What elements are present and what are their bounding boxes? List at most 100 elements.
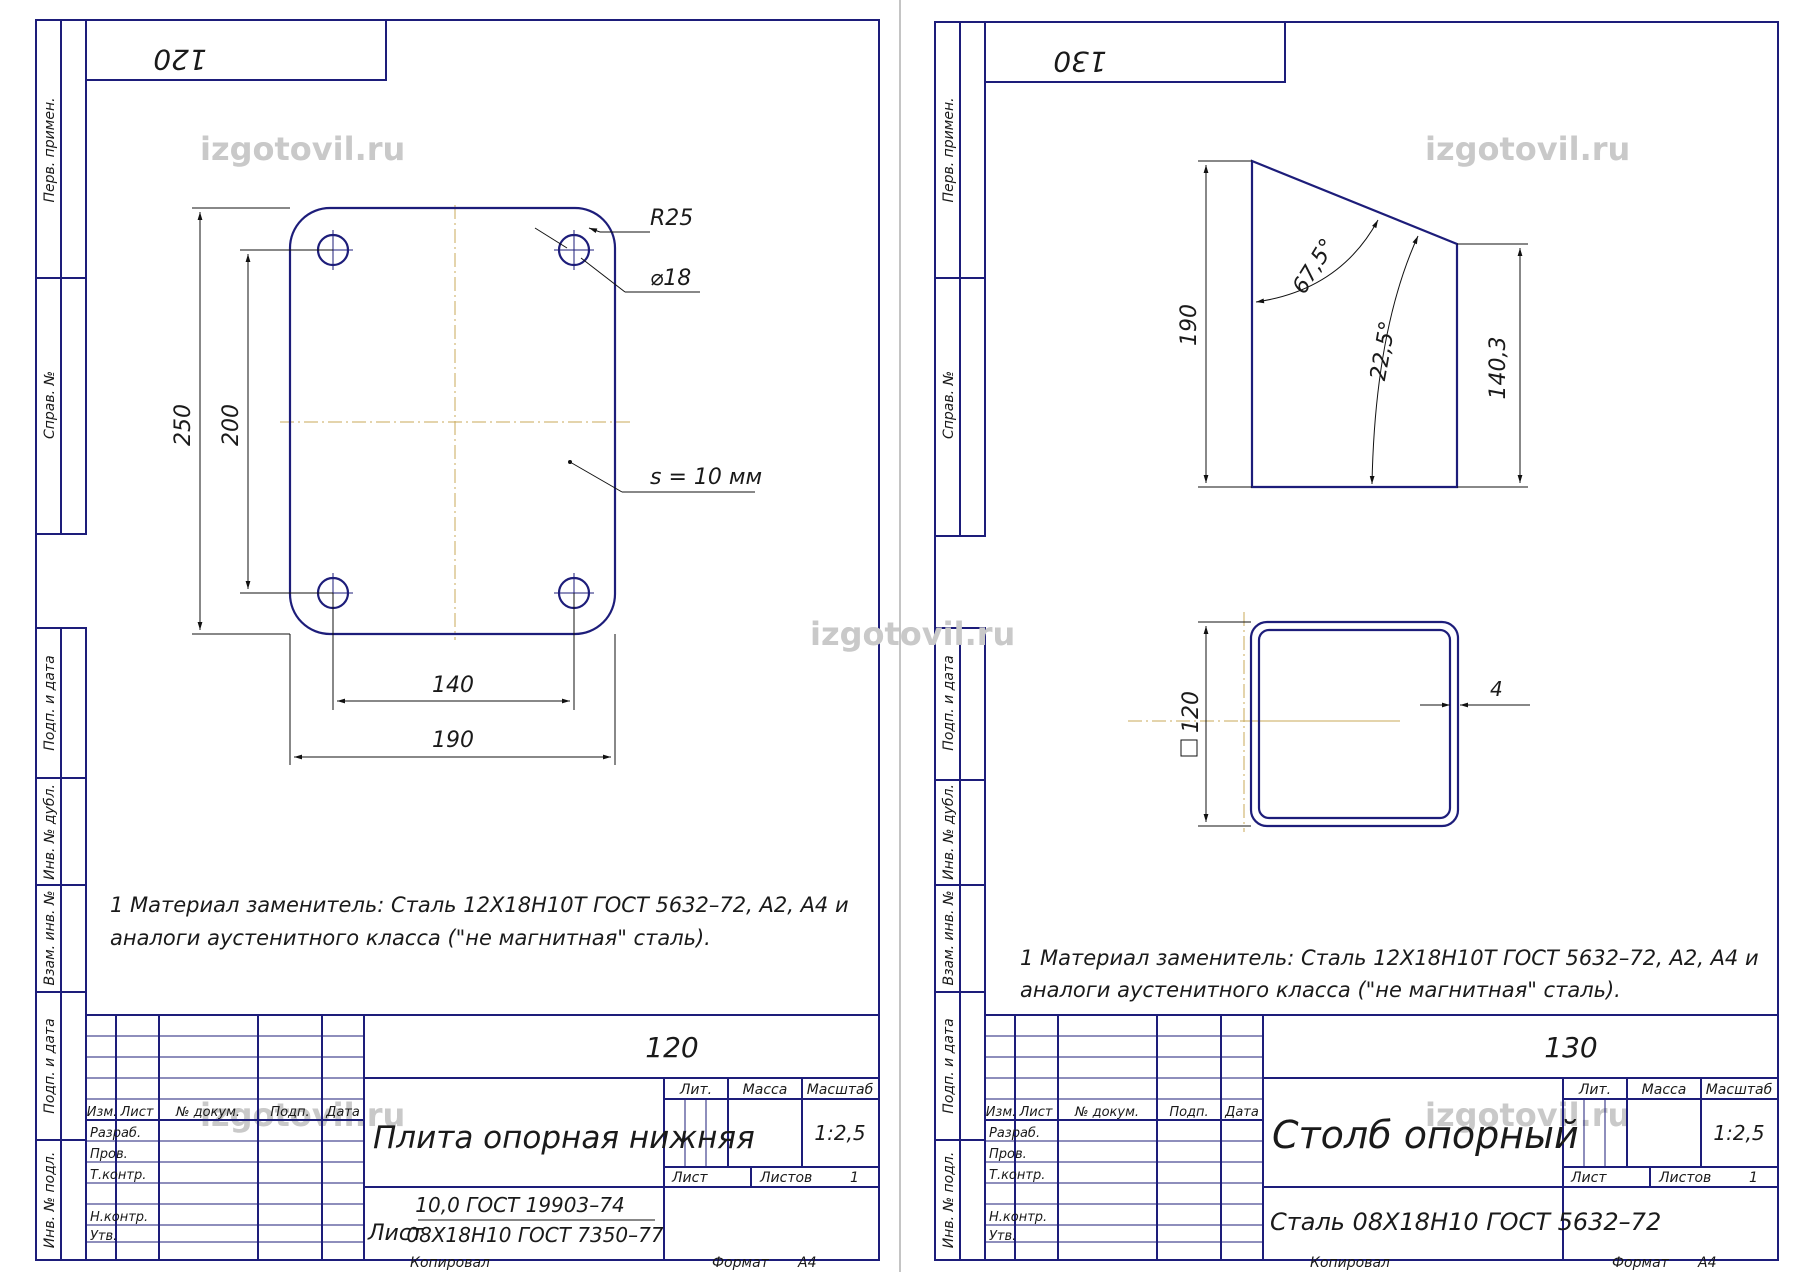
sheet-right-top-box: [984, 21, 1286, 83]
dim-r25: R25: [650, 206, 693, 231]
stamp-podp: Подп.: [1169, 1105, 1208, 1120]
watermark-center: izgotovil.ru: [810, 615, 1015, 653]
sheet-left-top-box: [85, 19, 387, 81]
side-label-podp-data: Подп. и дата: [941, 655, 957, 750]
dim-angle-67-5: 67,5°: [1288, 234, 1341, 298]
stamp-razrab: Разраб.: [90, 1126, 141, 1141]
plate-outline: [288, 206, 617, 636]
sheet-right-side-strip: Перв. примен. Справ. № Подп. и дата Инв.…: [934, 21, 986, 1261]
side-label-podp-data-2: Подп. и дата: [941, 1018, 957, 1113]
title-left: Плита опорная нижняя: [373, 1120, 755, 1156]
stamp-number-right: 130: [1544, 1031, 1597, 1064]
svg-text:izgotovil.ru: izgotovil.ru: [200, 1096, 405, 1134]
watermark-right-bottom: izgotovil.ru: [1425, 1096, 1630, 1134]
material-line1-left: 10,0 ГОСТ 19903–74: [415, 1193, 624, 1217]
stamp-list: Лист: [1019, 1105, 1053, 1120]
side-label-sprav: Справ. №: [42, 371, 58, 439]
section-outer: [1249, 620, 1460, 828]
note-left-line1: 1 Материал заменитель: Сталь 12Х18Н10Т Г…: [110, 893, 849, 917]
sheets-total-left: 1: [850, 1170, 859, 1186]
side-label-inv-podl: Инв. № подл.: [941, 1152, 957, 1249]
scale-right: 1:2,5: [1713, 1121, 1764, 1145]
stamp-razrab: Разраб.: [989, 1126, 1040, 1141]
plate-drawing: [280, 205, 630, 640]
svg-text:izgotovil.ru: izgotovil.ru: [1425, 1096, 1630, 1134]
dim-140-3: 140,3: [1486, 337, 1511, 400]
stamp-tkontr: Т.контр.: [989, 1168, 1045, 1183]
stamp-data: Дата: [325, 1105, 360, 1120]
dim-190: 190: [432, 728, 474, 753]
note-left-line2: аналоги аустенитного класса ("не магнитн…: [110, 926, 711, 950]
stamp-izm: Изм.: [87, 1105, 118, 1120]
plate-dimensions: 250 200 140 190 R25 ⌀18: [171, 206, 762, 765]
stamp-prov: Пров.: [90, 1147, 128, 1162]
footer-format-left: Формат: [712, 1255, 770, 1271]
svg-text:izgotovil.ru: izgotovil.ru: [1425, 130, 1630, 168]
post-outline: [1250, 159, 1459, 489]
square-symbol-icon: [1180, 739, 1198, 757]
footer-kopiroval-left: Копировал: [410, 1255, 490, 1271]
footer-format-value-left: А4: [797, 1255, 816, 1271]
sheets-total-right: 1: [1749, 1170, 1758, 1186]
footer-format-right: Формат: [1612, 1255, 1670, 1271]
dim-angle-22-5: 22,5°: [1366, 319, 1401, 382]
dim-120-square: 120: [1179, 691, 1204, 733]
watermark-left-top: izgotovil.ru: [200, 130, 405, 168]
stamp-doc: № докум.: [1074, 1105, 1139, 1120]
side-label-vzam-inv: Взам. инв. №: [42, 890, 58, 985]
material-right: Сталь 08Х18Н10 ГОСТ 5632–72: [1270, 1208, 1661, 1236]
stamp-nkontr: Н.контр.: [989, 1210, 1047, 1225]
watermark-left-bottom: izgotovil.ru: [200, 1096, 405, 1134]
sheet-left-side-strip: Перв. примен. Справ. № Подп. и дата Инв.…: [35, 19, 87, 1261]
stamp-massa: Масса: [1642, 1082, 1687, 1098]
stamp-lit: Лит.: [1578, 1082, 1611, 1098]
stamp-utv: Утв.: [90, 1229, 117, 1244]
stamp-masshtab: Масштаб: [1706, 1082, 1773, 1098]
sheet-right-border: [934, 21, 1779, 1261]
post-section: 120 4: [1128, 612, 1530, 832]
svg-text:izgotovil.ru: izgotovil.ru: [200, 130, 405, 168]
stamp-lit: Лит.: [679, 1082, 712, 1098]
stamp-data: Дата: [1224, 1105, 1259, 1120]
stamp-list2: Лист: [1570, 1170, 1607, 1186]
dim-hole-diameter: ⌀18: [650, 266, 691, 291]
top-number-left: 120: [153, 43, 206, 76]
top-number-right: 130: [1053, 45, 1106, 78]
footer-format-value-right: А4: [1697, 1255, 1716, 1271]
dim-thickness: s = 10 мм: [650, 465, 762, 490]
side-label-inv-podl: Инв. № подл.: [42, 1152, 58, 1249]
stamp-podp: Подп.: [270, 1105, 309, 1120]
post-side-view: 190 140,3 67,5° 22,5°: [1177, 159, 1528, 489]
stamp-masshtab: Масштаб: [807, 1082, 874, 1098]
stamp-listov: Листов: [759, 1170, 812, 1186]
side-label-inv-dubl: Инв. № дубл.: [42, 784, 58, 880]
title-right: Столб опорный: [1272, 1113, 1579, 1157]
material-prefix-left: Лист: [367, 1221, 425, 1246]
sheet-left-border: [35, 19, 880, 1261]
side-label-podp-data: Подп. и дата: [42, 655, 58, 750]
side-label-perv-primen: Перв. примен.: [941, 97, 957, 202]
stamp-tkontr: Т.контр.: [90, 1168, 146, 1183]
sheet-right: Перв. примен. Справ. № Подп. и дата Инв.…: [810, 21, 1779, 1271]
stamp-list2: Лист: [671, 1170, 708, 1186]
dim-140: 140: [432, 673, 474, 698]
side-label-podp-data-2: Подп. и дата: [42, 1018, 58, 1113]
stamp-listov: Листов: [1658, 1170, 1711, 1186]
stamp-izm: Изм.: [986, 1105, 1017, 1120]
stamp-nkontr: Н.контр.: [90, 1210, 148, 1225]
stamp-prov: Пров.: [989, 1147, 1027, 1162]
watermark-right-top: izgotovil.ru: [1425, 130, 1630, 168]
footer-kopiroval-right: Копировал: [1310, 1255, 1390, 1271]
title-block-right: 130 Изм. Лист № докум. Подп. Дата Разраб…: [984, 1014, 1779, 1261]
stamp-doc: № докум.: [175, 1105, 240, 1120]
stamp-number-left: 120: [645, 1031, 698, 1064]
note-right-line1: 1 Материал заменитель: Сталь 12Х18Н10Т Г…: [1020, 946, 1759, 970]
dim-200: 200: [219, 404, 244, 446]
dim-wall-4: 4: [1490, 677, 1503, 701]
side-label-vzam-inv: Взам. инв. №: [941, 890, 957, 985]
stamp-massa: Масса: [743, 1082, 788, 1098]
scale-left: 1:2,5: [814, 1121, 865, 1145]
stamp-list: Лист: [120, 1105, 154, 1120]
title-block-left: 120 Изм. Лист № докум. Подп. Дата Разраб…: [85, 1014, 880, 1261]
